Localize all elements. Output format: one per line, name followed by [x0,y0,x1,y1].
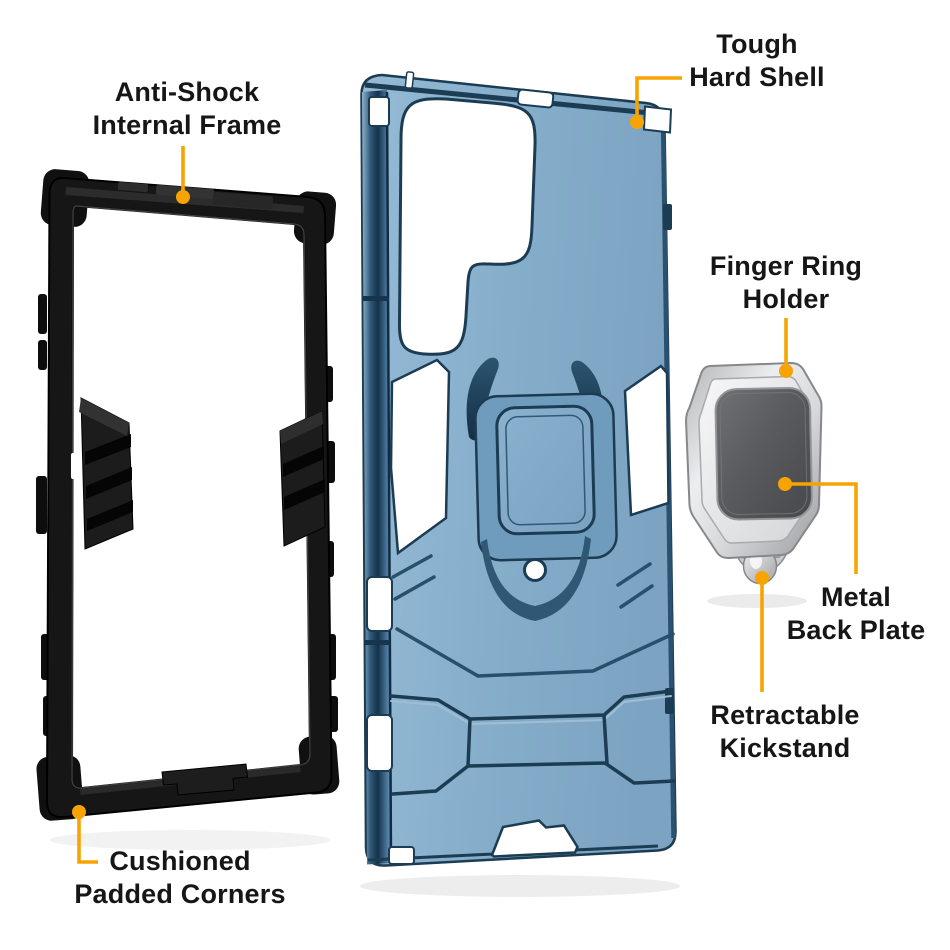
callout-dot [779,364,793,378]
top-slot [516,88,555,109]
callout-line: Metal [820,582,892,612]
callout-leaders [72,76,858,864]
leader-metal-back-plate [778,477,858,574]
callout-anti-shock-internal-frame: Anti-Shock Internal Frame [93,76,282,142]
ring-mount [474,392,618,621]
callout-line: Back Plate [786,615,926,645]
corner-notch [388,846,415,865]
callout-dot [630,115,644,129]
callout-line: Padded Corners [74,879,286,909]
callout-retractable-kickstand: Retractable Kickstand [710,699,859,765]
bottom-port-cutout [490,819,579,858]
corner-notch [642,105,673,134]
camera-cutout [397,97,537,356]
metal-back-plate [714,386,813,521]
screw-hole [523,558,547,582]
callout-dot [778,477,792,491]
side-cutout [389,358,451,556]
callout-line: Cushioned [109,846,251,876]
callout-line: Tough [716,29,798,59]
side-slot [366,576,393,632]
leader-tough-hard-shell [630,76,682,129]
leader-cushioned-corners [72,805,98,864]
callout-metal-back-plate: Metal Back Plate [787,581,926,647]
callout-finger-ring-holder: Finger Ring Holder [710,250,862,316]
callout-tough-hard-shell: Tough Hard Shell [689,28,825,94]
side-slot [366,714,393,772]
callout-dot [72,805,86,819]
leader-anti-shock [176,146,190,204]
leader-finger-ring [779,318,793,378]
leader-retractable-kickstand [755,571,769,692]
side-cutout [623,364,670,517]
callout-dot [176,190,190,204]
callout-line: Anti-Shock [114,77,260,107]
frame-right-wing [279,410,326,547]
callout-line: Hard Shell [689,62,825,92]
frame-port-tab [161,763,249,796]
kickstand-grooves [389,554,676,796]
callout-line: Kickstand [719,733,851,763]
callout-line: Internal Frame [92,110,282,140]
callout-line: Retractable [710,700,860,730]
frame-left-wing [71,397,134,550]
internal-frame-illustration [36,169,340,850]
corner-notch [368,96,390,127]
callout-cushioned-padded-corners: Cushioned Padded Corners [74,845,285,911]
callout-dot [755,571,769,585]
ring-holder-illustration [684,361,823,608]
hard-shell-case-illustration [360,71,680,897]
callout-line: Finger Ring [709,251,863,281]
callout-line: Holder [742,284,830,314]
